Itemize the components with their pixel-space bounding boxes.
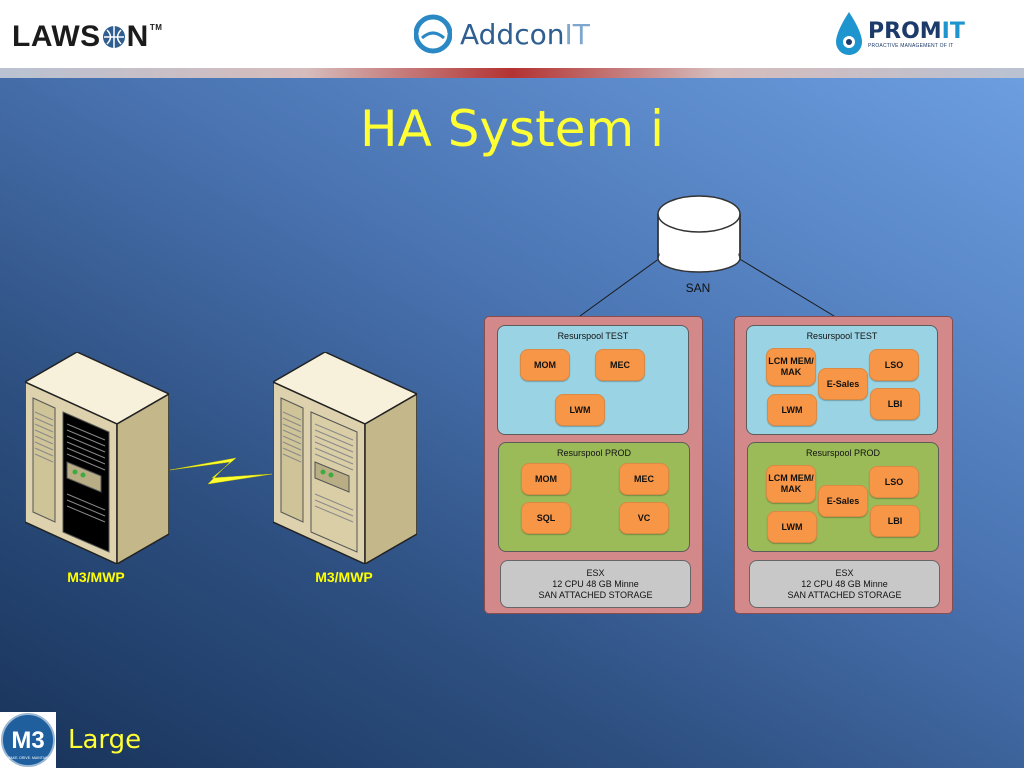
pool-title: Resurspool TEST [557,331,629,341]
vm-chip: MEC [595,349,645,381]
addcon-logo-text: Addcon [460,17,565,51]
server-icon [273,352,417,564]
vm-chip: VC [619,502,669,534]
san-link-left [579,257,661,317]
vm-chip: LBI [870,505,920,537]
globe-icon [102,26,125,48]
server-label: M3/MWP [315,569,373,585]
addcon-swirl-icon [414,14,452,54]
vm-chip: LCM MEM/ MAK [766,465,816,503]
san-cylinder-icon [657,195,741,273]
resource-pool-test: Resurspool TEST MOM MEC LWM [497,325,689,435]
addcon-logo: AddconIT [414,14,590,54]
resource-pool-prod: Resurspool PROD LCM MEM/ MAK LSO E-Sales… [747,442,939,552]
esx-line: 12 CPU 48 GB Minne [801,578,888,589]
promit-logo-text: PROM [868,19,942,44]
esx-line: SAN ATTACHED STORAGE [538,589,653,600]
pool-title: Resurspool TEST [806,331,878,341]
m3-badge-subtext: MAKE. DRIVE. MAINTAIN [8,756,49,760]
esx-info-box: ESX 12 CPU 48 GB Minne SAN ATTACHED STOR… [500,560,691,608]
vm-chip: MOM [520,349,570,381]
server-label: M3/MWP [67,569,125,585]
promit-drop-icon [836,12,862,55]
server-icon [25,352,169,564]
vm-chip: LWM [767,394,817,426]
pool-title: Resurspool PROD [805,448,881,458]
vm-chip: LBI [870,388,920,420]
vm-chip: LSO [869,466,919,498]
lightning-link-icon [169,457,273,485]
lawson-tm: TM [149,22,163,32]
vm-chip: E-Sales [818,368,868,400]
vm-chip: MOM [521,463,571,495]
resource-pool-prod: Resurspool PROD MOM MEC SQL VC [498,442,690,552]
esx-host-1: Resurspool TEST MOM MEC LWM Resurspool P… [484,316,703,614]
esx-line: SAN ATTACHED STORAGE [787,589,902,600]
san-link-right [737,257,835,317]
slide-title: HA System i [360,100,664,158]
san-label: SAN [685,281,711,295]
vm-chip: MEC [619,463,669,495]
resource-pool-test: Resurspool TEST LCM MEM/ MAK LSO E-Sales… [746,325,938,435]
esx-host-2: Resurspool TEST LCM MEM/ MAK LSO E-Sales… [734,316,953,614]
esx-line: ESX [586,567,605,578]
esx-line: ESX [835,567,854,578]
addcon-logo-suffix: IT [564,17,590,51]
esx-info-box: ESX 12 CPU 48 GB Minne SAN ATTACHED STOR… [749,560,940,608]
vm-chip: E-Sales [818,485,868,517]
vm-chip: LWM [767,511,817,543]
promit-tagline: PROACTIVE MANAGEMENT OF IT [868,43,954,49]
vm-chip: LSO [869,349,919,381]
pool-title: Resurspool PROD [556,448,632,458]
m3-badge-text: M3 [11,727,44,754]
vm-chip: SQL [521,502,571,534]
footer-label: Large [68,725,142,755]
esx-line: 12 CPU 48 GB Minne [552,578,639,589]
header-divider [0,68,1024,78]
promit-logo: PROMIT PROACTIVE MANAGEMENT OF IT [832,10,965,60]
vm-chip: LCM MEM/ MAK [766,348,816,386]
promit-logo-suffix: IT [941,19,965,44]
vm-chip: LWM [555,394,605,426]
m3-badge-icon: M3 MAKE. DRIVE. MAINTAIN [0,712,56,768]
